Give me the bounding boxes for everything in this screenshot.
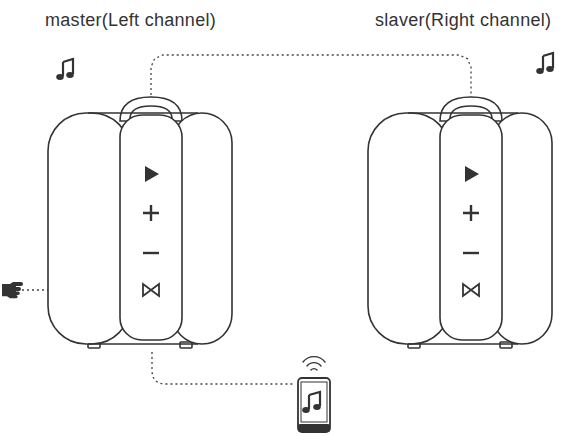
speaker-body — [368, 113, 450, 344]
speaker: master(Left channel) — [48, 95, 232, 350]
music-note — [56, 59, 74, 80]
channel-label: master(Left channel) — [45, 10, 216, 31]
smartphone — [298, 357, 330, 432]
speaker: slaver(Right channel) — [368, 95, 552, 350]
buttons — [463, 166, 479, 296]
pointing-hand — [2, 282, 23, 298]
phone-leader — [152, 352, 294, 384]
pairing-link — [151, 55, 471, 95]
channel-label: slaver(Right channel) — [375, 10, 551, 31]
music-note — [536, 53, 554, 74]
speaker-outline — [48, 95, 232, 350]
speaker-body — [48, 113, 130, 344]
control-panel — [440, 115, 502, 340]
buttons — [143, 166, 159, 296]
control-panel — [120, 115, 182, 340]
speaker-outline — [368, 95, 552, 350]
